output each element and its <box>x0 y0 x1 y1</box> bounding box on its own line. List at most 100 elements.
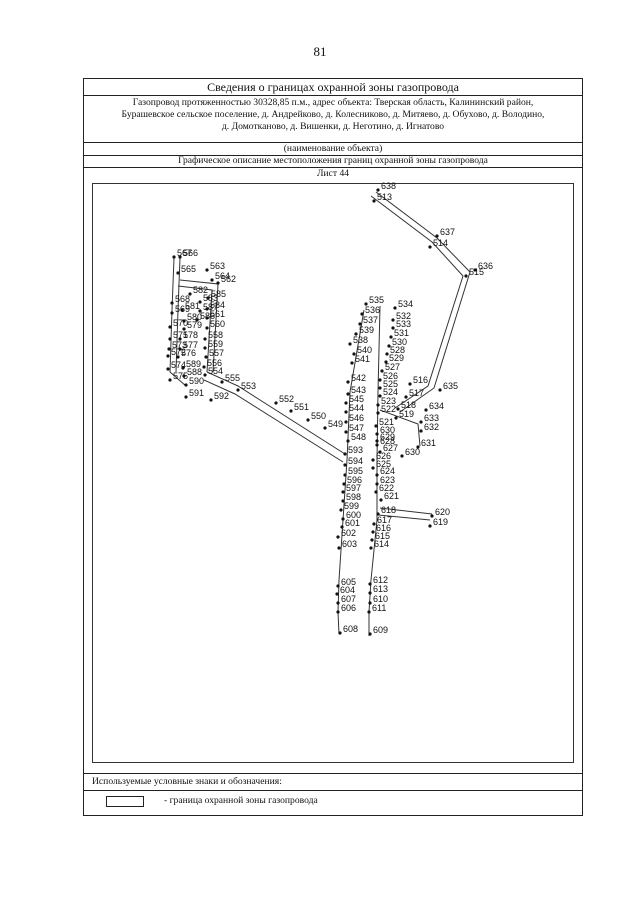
object-name-caption: (наименование объекта) <box>84 143 582 156</box>
survey-point <box>205 316 209 320</box>
survey-point <box>438 388 442 392</box>
point-label: 570 <box>173 318 188 328</box>
object-description-line-1: Газопровод протяженностью 30328,85 п.м.,… <box>132 97 534 108</box>
legend-separator <box>84 790 582 791</box>
survey-point <box>376 188 380 192</box>
point-label: 553 <box>241 381 256 391</box>
survey-point <box>182 319 186 323</box>
point-label: 595 <box>348 466 363 476</box>
point-label: 601 <box>345 518 360 528</box>
survey-point <box>170 301 174 305</box>
page-number: 81 <box>313 44 327 59</box>
survey-point <box>370 538 374 542</box>
point-label: 630 <box>380 425 395 435</box>
survey-point <box>341 517 345 521</box>
survey-point <box>350 361 354 365</box>
survey-point <box>216 281 220 285</box>
point-label: 611 <box>372 603 386 613</box>
point-label: 522 <box>381 404 396 414</box>
survey-point <box>341 499 345 503</box>
survey-point <box>340 525 344 529</box>
survey-point <box>419 429 423 433</box>
point-label: 633 <box>424 413 439 423</box>
point-label: 580 <box>187 312 202 322</box>
survey-point <box>376 411 380 415</box>
survey-point <box>343 473 347 477</box>
survey-point <box>178 337 182 341</box>
survey-point <box>341 490 345 494</box>
point-label: 588 <box>187 367 202 377</box>
point-label: 578 <box>183 330 198 340</box>
survey-point <box>375 482 379 486</box>
survey-point <box>184 383 188 387</box>
point-label: 528 <box>390 345 405 355</box>
point-label: 576 <box>181 348 196 358</box>
survey-point <box>336 535 340 539</box>
survey-point <box>205 268 209 272</box>
point-label: 572 <box>171 347 186 357</box>
survey-point <box>354 332 358 336</box>
survey-point <box>203 373 207 377</box>
point-label: 546 <box>349 413 364 423</box>
point-label: 584 <box>210 300 225 310</box>
point-label: 558 <box>208 330 223 340</box>
survey-point <box>376 512 380 516</box>
point-label: 609 <box>373 625 388 635</box>
survey-point <box>202 365 206 369</box>
point-label: 525 <box>383 379 398 389</box>
point-label: 545 <box>349 394 364 404</box>
point-label: 581 <box>185 301 200 311</box>
survey-point <box>323 426 327 430</box>
point-label: 549 <box>328 419 343 429</box>
point-label: 599 <box>344 501 359 511</box>
survey-point <box>379 498 383 502</box>
point-label: 587 <box>203 302 218 312</box>
point-label: 531 <box>394 328 409 338</box>
legend-item-zone-boundary: - граница охранной зоны газопровода <box>164 795 318 806</box>
point-label: 616 <box>376 523 391 533</box>
survey-point <box>375 443 379 447</box>
survey-point <box>274 401 278 405</box>
point-label: 607 <box>341 594 356 604</box>
point-label: 555 <box>225 373 240 383</box>
survey-point <box>203 346 207 350</box>
survey-point <box>428 245 432 249</box>
point-label: 526 <box>383 371 398 381</box>
survey-point <box>203 337 207 341</box>
survey-point <box>344 420 348 424</box>
survey-point <box>384 360 388 364</box>
survey-point <box>389 335 393 339</box>
point-label: 529 <box>389 353 404 363</box>
point-label: 585 <box>211 289 226 299</box>
point-label: 583 <box>203 293 218 303</box>
point-label: 563 <box>210 261 225 271</box>
point-label: 548 <box>351 432 366 442</box>
survey-point <box>391 318 395 322</box>
survey-point <box>336 610 340 614</box>
point-label: 541 <box>355 354 370 364</box>
point-label: 544 <box>349 403 364 413</box>
survey-point <box>338 631 342 635</box>
survey-point <box>336 584 340 588</box>
survey-point <box>424 408 428 412</box>
survey-point <box>368 632 372 636</box>
point-label: 613 <box>373 584 388 594</box>
point-label: 589 <box>186 359 201 369</box>
survey-point <box>368 591 372 595</box>
point-label: 561 <box>210 309 225 319</box>
point-label: 547 <box>349 423 364 433</box>
point-label: 577 <box>183 340 198 350</box>
point-label: 592 <box>214 391 229 401</box>
survey-point <box>166 367 170 371</box>
survey-point <box>369 546 373 550</box>
survey-point <box>374 424 378 428</box>
point-label: 564 <box>215 271 230 281</box>
point-label: 527 <box>385 362 400 372</box>
survey-point <box>198 300 202 304</box>
point-label: 593 <box>348 445 363 455</box>
point-label: 626 <box>376 451 391 461</box>
point-label: 637 <box>440 227 455 237</box>
survey-point <box>195 318 199 322</box>
survey-point <box>428 524 432 528</box>
point-label: 596 <box>347 475 362 485</box>
